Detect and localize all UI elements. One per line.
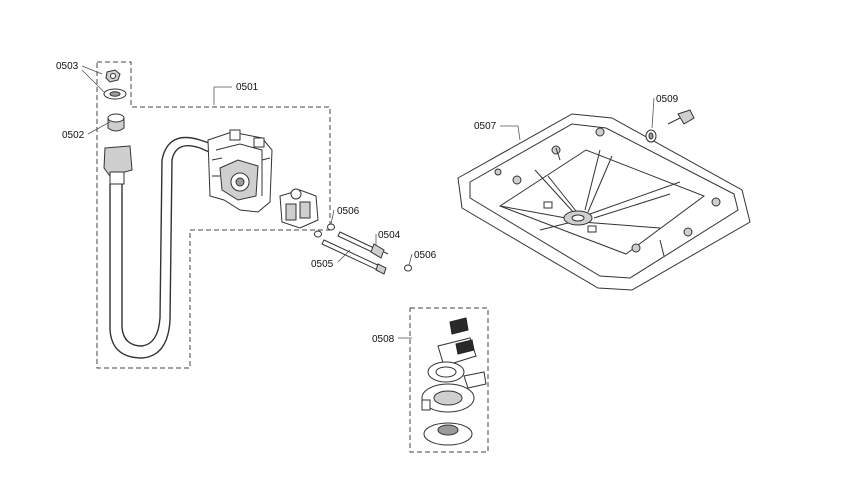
label-0505: 0505 (311, 259, 334, 270)
label-0501: 0501 (236, 82, 259, 93)
part-0505-tube[interactable] (321, 239, 387, 275)
label-0502: 0502 (62, 130, 85, 141)
part-solenoid-valve[interactable] (279, 188, 319, 229)
part-inlet-hose[interactable] (103, 136, 219, 359)
label-0507: 0507 (474, 121, 497, 132)
label-0509: 0509 (656, 94, 679, 105)
group-outline-pressure-switch (409, 307, 489, 453)
label-0508: 0508 (372, 334, 395, 345)
part-0502-cap[interactable] (107, 113, 125, 132)
part-0506-clip-b[interactable] (404, 264, 412, 272)
label-0504: 0504 (378, 230, 401, 241)
label-0503: 0503 (56, 61, 79, 72)
part-0506-clip-a[interactable] (314, 223, 335, 238)
part-0504-tube[interactable] (337, 231, 389, 259)
part-0509-screw[interactable] (645, 109, 695, 143)
leader-lines (81, 65, 655, 339)
label-0506-b: 0506 (414, 250, 437, 261)
part-0503-nut[interactable] (103, 69, 127, 100)
part-0501-valve-bracket[interactable] (207, 129, 273, 213)
part-0507-base-tray[interactable] (457, 113, 751, 291)
label-0506-a: 0506 (337, 206, 360, 217)
part-0508-pressure-switch[interactable] (421, 317, 487, 446)
